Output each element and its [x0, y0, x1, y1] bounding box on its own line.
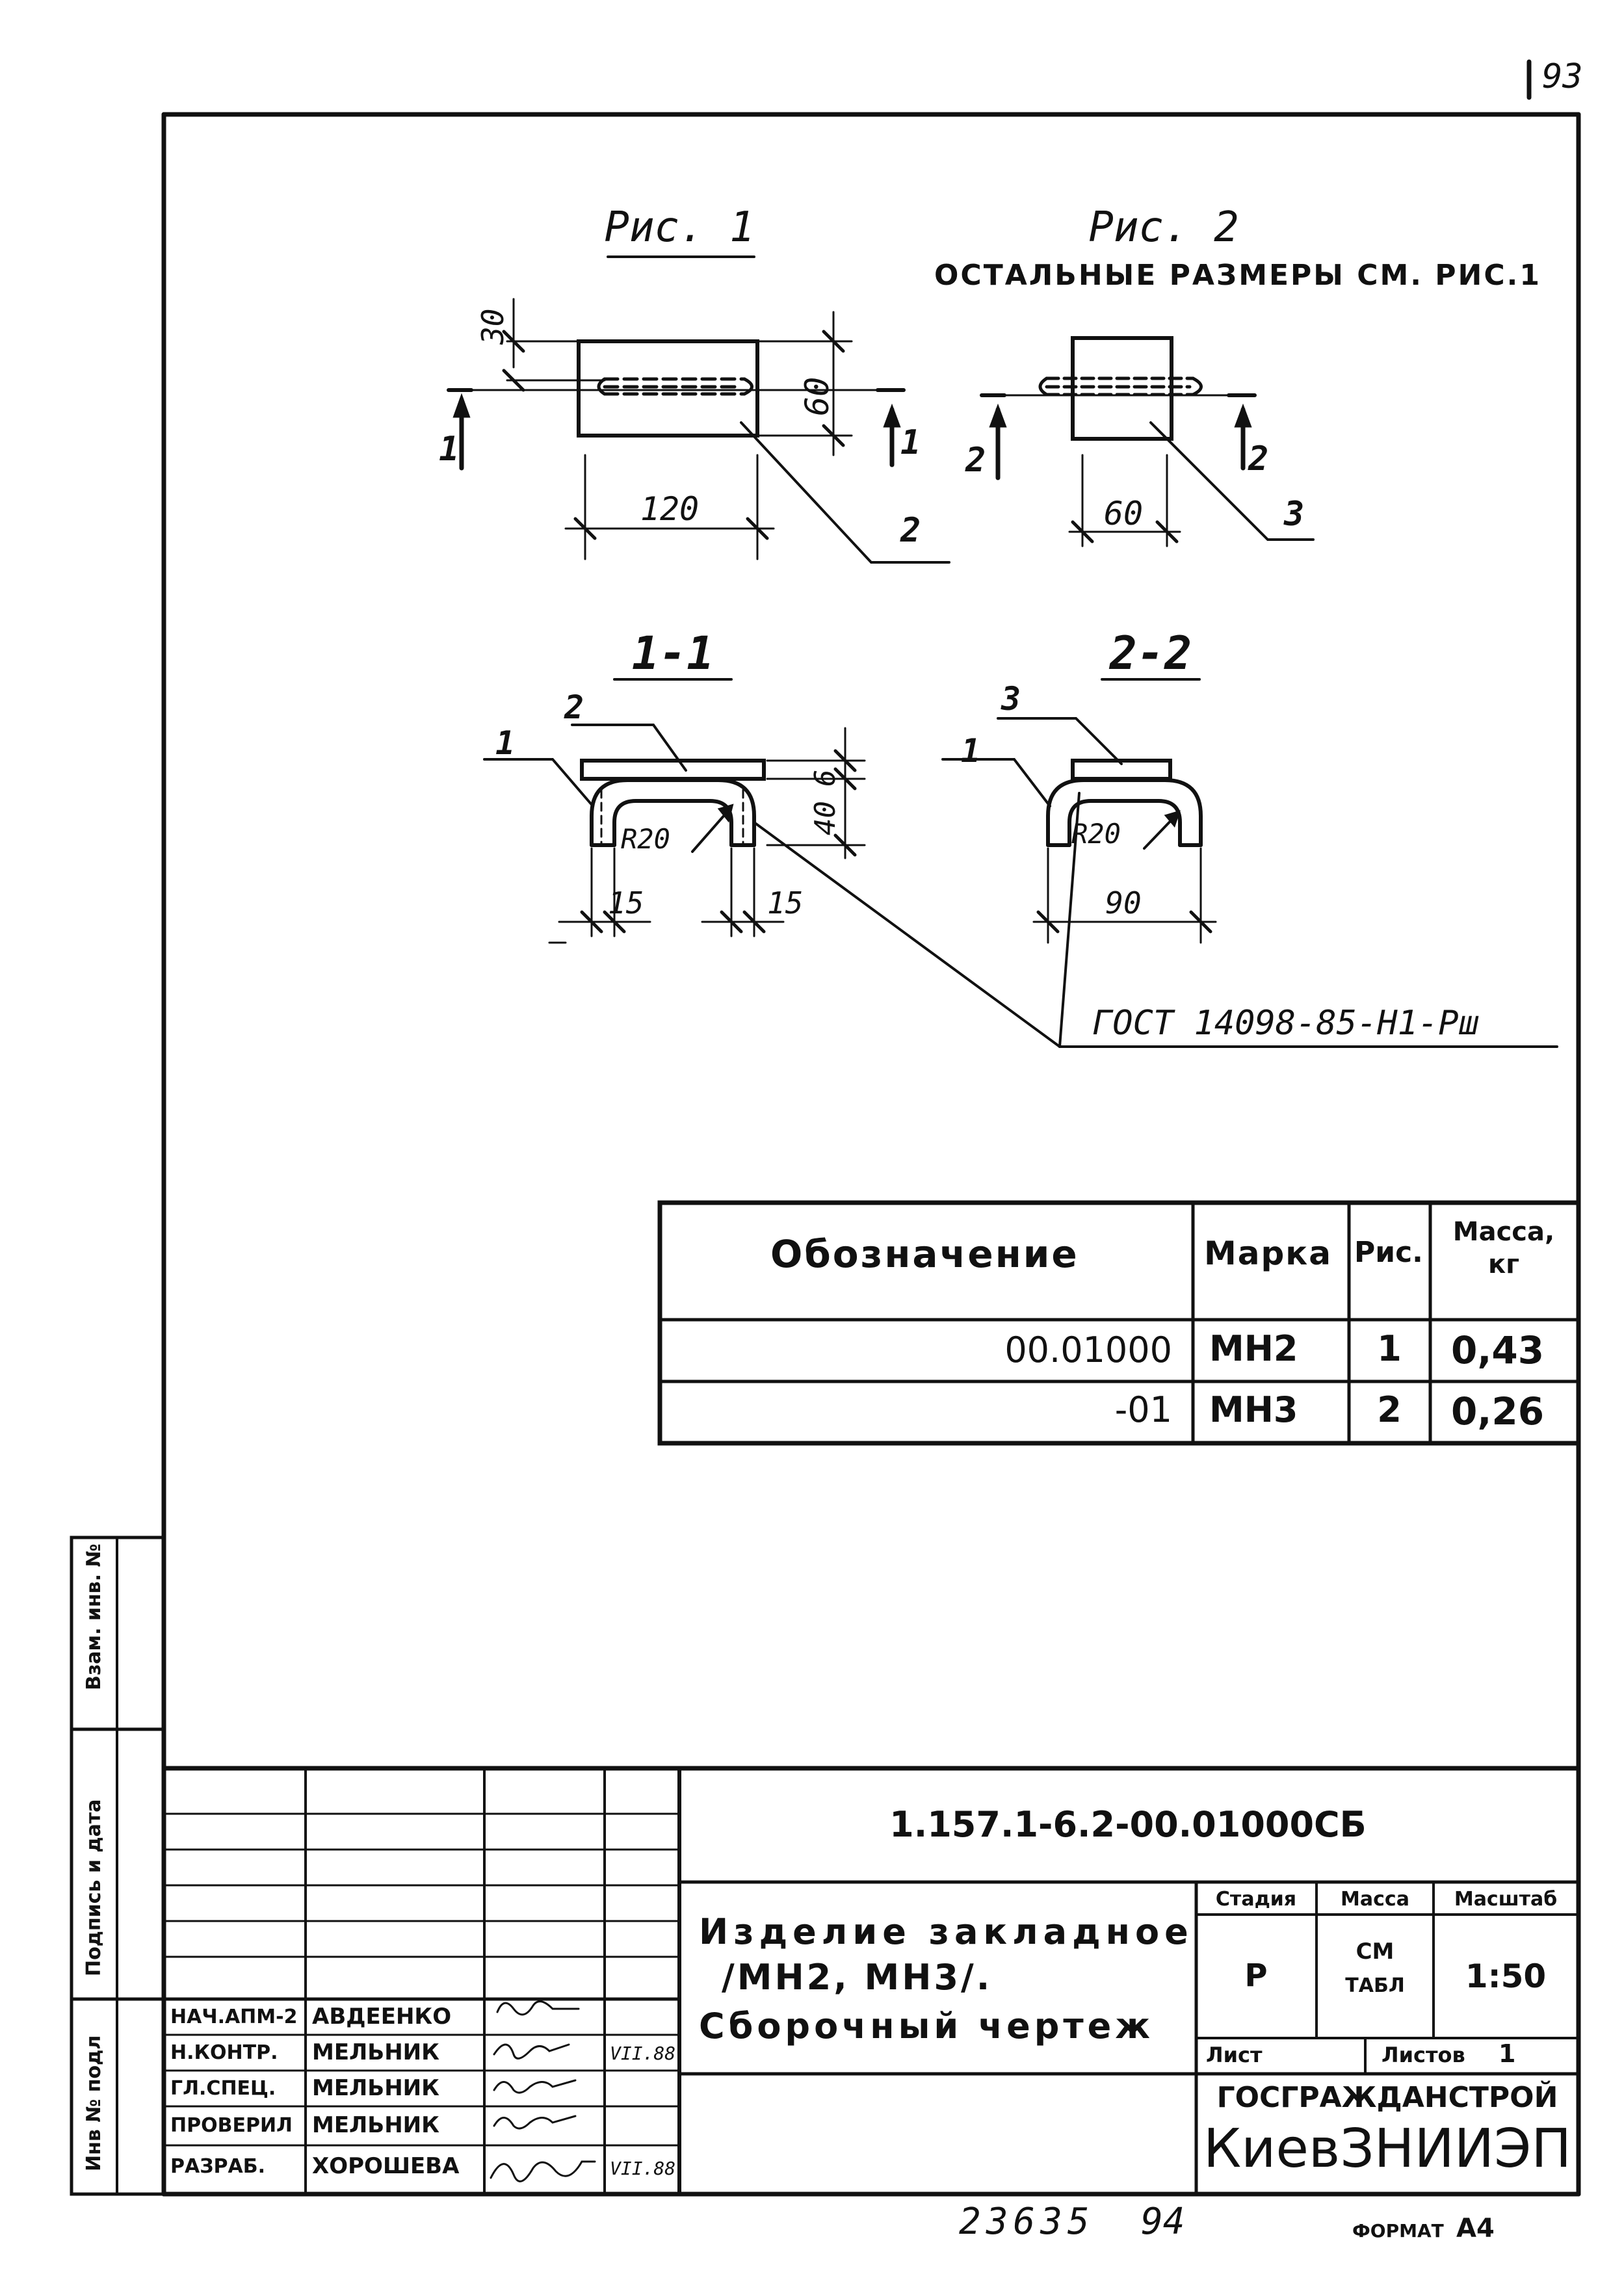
format-label: ФОРМАТ: [1352, 2220, 1444, 2242]
stage-value: Р: [1244, 1957, 1268, 1994]
spec-row-2-designation: -01: [1114, 1389, 1172, 1430]
section-2-2-label-1: 1: [961, 732, 981, 770]
section-1-1-title: 1-1: [631, 627, 714, 680]
staff-role-1: НАЧ.АПМ-2: [170, 2006, 298, 2028]
spec-header-fig: Рис.: [1354, 1236, 1423, 1269]
sheets-value: 1: [1499, 2039, 1516, 2068]
staff-name-4: МЕЛЬНИК: [312, 2112, 439, 2138]
mass-header: Масса: [1341, 1888, 1409, 1911]
spec-row-2-mass: 0,26: [1451, 1389, 1545, 1433]
staff-name-2: МЕЛЬНИК: [312, 2039, 439, 2065]
mass-value-line-1: СМ: [1356, 1939, 1395, 1965]
doc-name-line-1: Изделие закладное: [699, 1911, 1194, 1952]
fig1-plan-drawing: [447, 255, 950, 564]
scale-header: Масштаб: [1454, 1888, 1558, 1911]
spec-header-mark: Марка: [1204, 1235, 1332, 1272]
fig1-dim-top: 30: [475, 308, 510, 345]
fig1-section-mark-right: 1: [900, 423, 921, 462]
mass-value-line-2: ТАБЛ: [1345, 1974, 1405, 1997]
fig1-title: Рис. 1: [604, 203, 755, 252]
staff-name-1: АВДЕЕНКО: [312, 2004, 452, 2030]
signatures: [490, 2000, 596, 2182]
title-block-grid: [161, 1766, 1581, 2196]
section-2-2-label-3: 3: [1001, 680, 1021, 718]
fig2-dim-width: 60: [1103, 495, 1144, 532]
sheets-label: Листов: [1382, 2043, 1465, 2067]
side-strip-replaced-inv: Взам. инв. №: [83, 1543, 105, 1690]
doc-name-line-2: /МН2, МН3/.: [722, 1957, 993, 1998]
org-line-2: КиевЗНИИЭП: [1203, 2118, 1572, 2180]
fig1-part-label: 2: [900, 511, 921, 550]
section-2-2-drawing: [941, 678, 1217, 944]
fig2-section-mark-left: 2: [965, 441, 986, 480]
gost-reference: ГОСТ 14098-85-Н1-Рш: [1092, 1004, 1479, 1043]
org-line-1: ГОСГРАЖДАНСТРОЙ: [1216, 2081, 1558, 2114]
fig1-dim-width: 120: [640, 490, 700, 528]
section-1-1-dim-thick: 6: [809, 769, 842, 787]
side-strip-signature-date: Подпись и дата: [83, 1799, 105, 1976]
sheet-frame: [161, 59, 1581, 2197]
section-1-1-drawing: [483, 678, 866, 944]
spec-row-2-fig: 2: [1377, 1389, 1402, 1430]
sheet-number: 93: [1542, 57, 1583, 96]
doc-name-line-3: Сборочный чертеж: [699, 2006, 1155, 2047]
sheet-label: Лист: [1206, 2043, 1263, 2067]
staff-name-5: ХОРОШЕВА: [312, 2153, 460, 2179]
page-number: 94: [1141, 2201, 1185, 2243]
staff-date-5: VII.88: [610, 2158, 676, 2179]
staff-role-4: ПРОВЕРИЛ: [170, 2114, 293, 2137]
side-strip-inv: Инв № подл: [83, 2035, 105, 2171]
gost-leaders: [753, 792, 1558, 1048]
section-1-1-label-2: 2: [564, 688, 584, 726]
section-1-1-dim-height: 40: [809, 801, 842, 835]
spec-header-designation: Обозначение: [770, 1232, 1079, 1276]
scale-value: 1:50: [1465, 1957, 1547, 1995]
spec-row-1-mass: 0,43: [1451, 1328, 1545, 1372]
fig2-title: Рис. 2: [1088, 203, 1239, 252]
fig2-plan-drawing: [980, 336, 1315, 547]
fig2-note: ОСТАЛЬНЫЕ РАЗМЕРЫ СМ. РИС.1: [934, 259, 1541, 292]
staff-role-3: ГЛ.СПЕЦ.: [170, 2077, 276, 2100]
section-1-1-dim-right: 15: [767, 885, 804, 921]
spec-header-mass: Масса, кг: [1452, 1217, 1555, 1279]
stage-header: Стадия: [1215, 1888, 1297, 1911]
doc-code: 1.157.1-6.2-00.01000СБ: [889, 1804, 1367, 1845]
spec-row-1-designation: 00.01000: [1004, 1329, 1172, 1370]
spec-table-grid: [657, 1200, 1581, 1446]
section-2-2-title: 2-2: [1109, 627, 1192, 680]
fig2-section-mark-right: 2: [1248, 439, 1269, 478]
spec-row-2-mark: МН3: [1209, 1389, 1298, 1430]
staff-date-2: VII.88: [610, 2043, 676, 2064]
spec-row-1-fig: 1: [1377, 1328, 1402, 1369]
section-1-1-dim-left: 15: [608, 885, 644, 921]
staff-name-3: МЕЛЬНИК: [312, 2075, 439, 2101]
spec-row-1-mark: МН2: [1209, 1328, 1298, 1369]
format-value: А4: [1456, 2214, 1495, 2243]
section-1-1-label-1: 1: [495, 724, 516, 762]
section-1-1-radius: R20: [621, 823, 670, 855]
side-strip-grid: [70, 1536, 166, 2196]
staff-role-5: РАЗРАБ.: [170, 2155, 265, 2178]
fig1-section-mark-left: 1: [439, 430, 460, 469]
staff-role-2: Н.КОНТР.: [170, 2041, 278, 2064]
section-2-2-dim-width: 90: [1105, 885, 1142, 921]
archive-number: 23635: [959, 2201, 1095, 2243]
fig1-dim-height: 60: [798, 376, 836, 416]
section-2-2-radius: R20: [1071, 818, 1121, 850]
fig2-part-label: 3: [1284, 495, 1305, 534]
